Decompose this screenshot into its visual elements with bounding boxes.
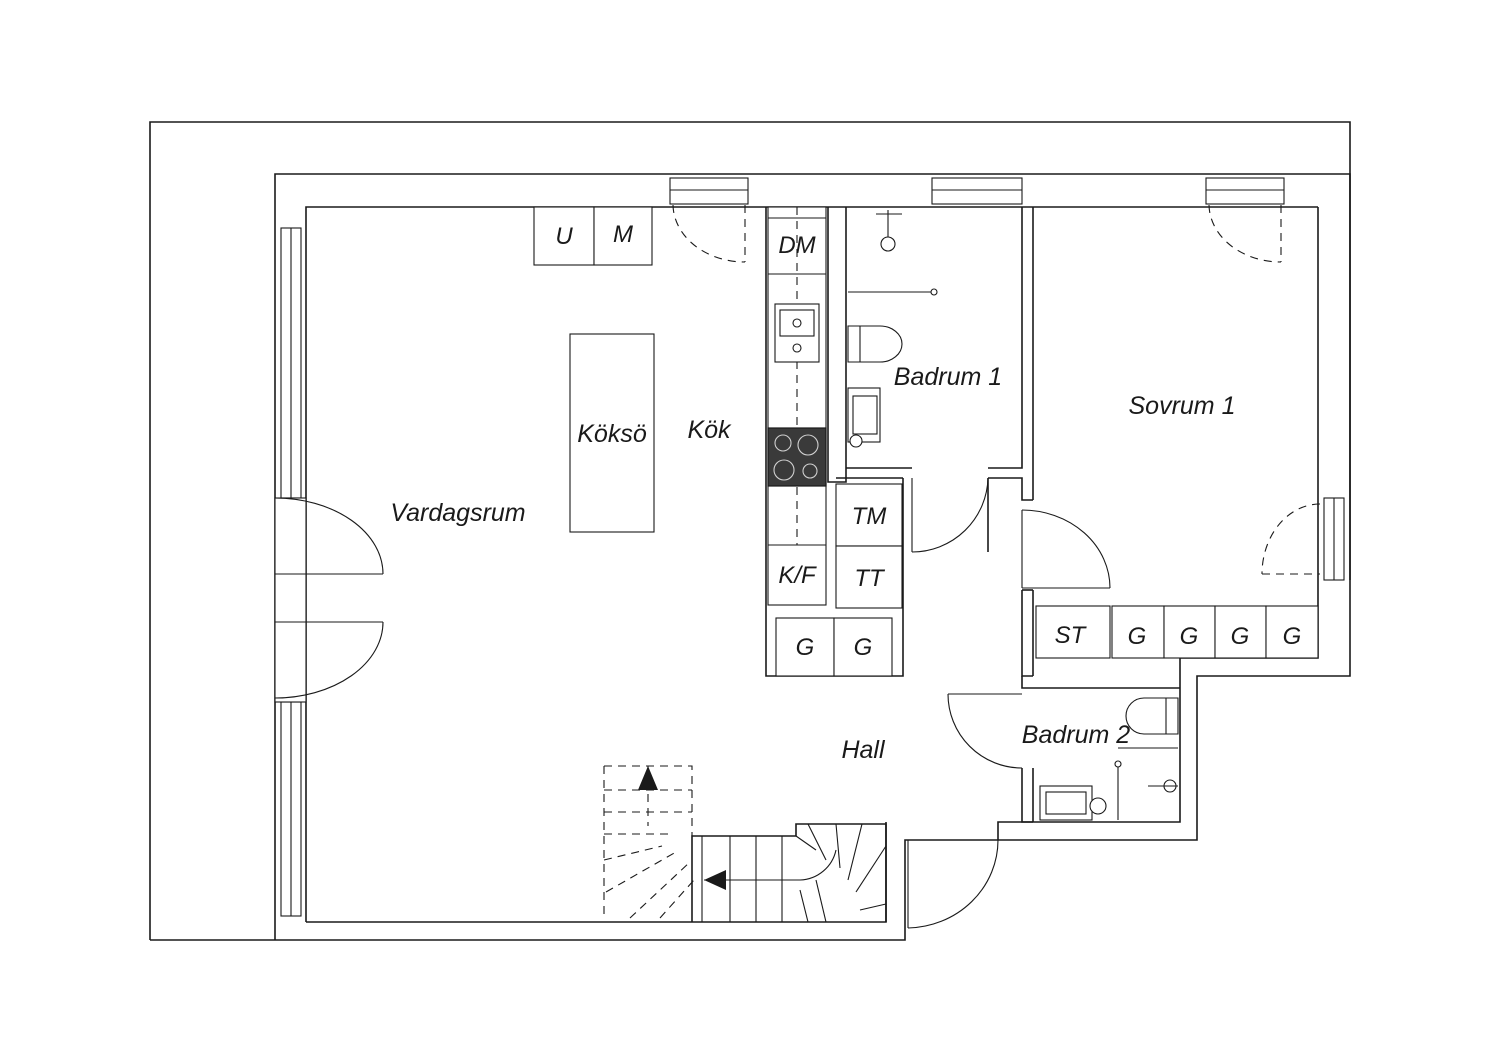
label-kok: Kök xyxy=(687,416,732,444)
label-koksö: Köksö xyxy=(577,420,647,448)
label-u: U xyxy=(555,223,573,250)
label-g-bed-4: G xyxy=(1283,623,1302,650)
label-tm: TM xyxy=(852,503,887,530)
label-badrum-1: Badrum 1 xyxy=(894,363,1002,391)
label-kf: K/F xyxy=(778,562,817,589)
label-g-bed-1: G xyxy=(1128,623,1147,650)
interior-walls xyxy=(765,207,1180,823)
label-g-hall-2: G xyxy=(854,634,873,661)
bath2-fixtures xyxy=(1039,697,1179,821)
bath1-fixtures xyxy=(847,210,938,448)
label-dm: DM xyxy=(778,232,815,259)
label-tt: TT xyxy=(854,565,886,592)
label-sovrum-1: Sovrum 1 xyxy=(1129,392,1236,420)
window-swings xyxy=(672,204,1321,575)
bedroom-wardrobes xyxy=(1035,605,1319,659)
label-g-hall-1: G xyxy=(796,634,815,661)
label-badrum-2: Badrum 2 xyxy=(1022,721,1130,749)
room-labels: Vardagsrum Köksö Kök Badrum 1 Sovrum 1 H… xyxy=(390,363,1235,764)
label-st: ST xyxy=(1055,622,1088,649)
plot-boundary xyxy=(149,121,1351,941)
label-hall: Hall xyxy=(841,736,886,764)
label-g-bed-3: G xyxy=(1231,623,1250,650)
label-m: M xyxy=(613,221,633,248)
unit-labels: U M DM K/F TM TT G G ST G G G G xyxy=(555,221,1301,661)
doors xyxy=(274,477,1111,929)
staircase xyxy=(603,765,887,923)
kitchen-units xyxy=(533,206,903,677)
label-vardagsrum: Vardagsrum xyxy=(390,499,525,527)
label-g-bed-2: G xyxy=(1180,623,1199,650)
